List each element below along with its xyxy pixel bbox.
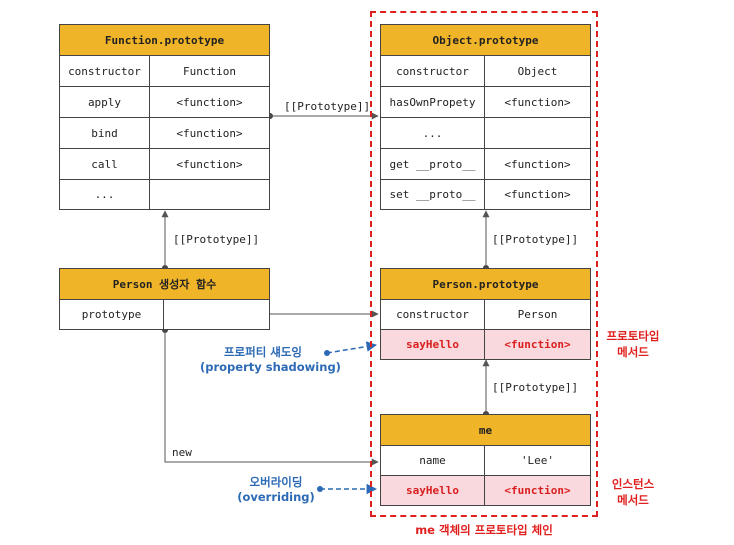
function-to-object-link	[267, 112, 379, 120]
property-key: constructor	[60, 56, 150, 86]
prototype-method-label-line2: 메서드	[617, 345, 649, 359]
table-row: set __proto__ <function>	[381, 180, 590, 209]
overriding-arrow	[317, 483, 378, 495]
instance-method-label-line1: 인스턴스	[611, 477, 655, 491]
person-prototype-title: Person.prototype	[381, 269, 590, 300]
property-key: apply	[60, 87, 150, 117]
prototype-link-label: [[Prototype]]	[492, 233, 579, 246]
property-shadowing-label: 프로퍼티 섀도잉 (property shadowing)	[200, 344, 341, 374]
property-value: Person	[517, 308, 558, 321]
table-row: prototype	[60, 300, 269, 329]
prototype-method-label-line1: 프로토타입	[606, 329, 660, 343]
person-constructor-box: Person 생성자 함수 prototype	[59, 268, 270, 330]
table-row-highlighted: sayHello <function>	[381, 330, 590, 359]
property-value: Function	[183, 64, 236, 78]
table-row: name 'Lee'	[381, 446, 590, 476]
table-row: ...	[60, 180, 269, 209]
table-row: call <function>	[60, 149, 269, 180]
property-key: sayHello	[381, 330, 485, 359]
property-key: call	[60, 149, 150, 179]
new-label: new	[172, 446, 192, 459]
prototype-chain-caption: me 객체의 프로토타입 체인	[415, 523, 553, 537]
property-value: 'Lee'	[520, 454, 555, 467]
property-value: Object	[517, 64, 558, 78]
property-key: constructor	[381, 56, 485, 86]
property-value: <function>	[176, 157, 243, 171]
property-value: <function>	[504, 188, 571, 201]
me-object-box: me name 'Lee' sayHello <function>	[380, 414, 591, 506]
property-value	[150, 180, 269, 209]
person-prototype-box: Person.prototype constructor Person sayH…	[380, 268, 591, 360]
table-row-highlighted: sayHello <function>	[381, 476, 590, 505]
property-value	[485, 118, 590, 148]
overriding-label-line2: (overriding)	[237, 490, 315, 504]
instance-method-label-line2: 메서드	[617, 493, 649, 507]
object-prototype-title: Object.prototype	[381, 25, 590, 56]
property-value: <function>	[176, 126, 243, 140]
prototype-link-label: [[Prototype]]	[492, 381, 579, 394]
object-prototype-box: Object.prototype constructor Object hasO…	[380, 24, 591, 210]
prototype-chain-boundary	[370, 11, 598, 517]
table-row: hasOwnPropety <function>	[381, 87, 590, 118]
prototype-link-label: [[Prototype]]	[284, 100, 371, 113]
function-prototype-title: Function.prototype	[60, 25, 269, 56]
property-value: <function>	[504, 157, 571, 171]
property-shadowing-label-line1: 프로퍼티 섀도잉	[223, 345, 303, 359]
property-key: ...	[60, 180, 150, 209]
person-constructor-title: Person 생성자 함수	[60, 269, 269, 300]
property-value: <function>	[504, 95, 571, 109]
property-key: sayHello	[381, 476, 485, 505]
ctor-to-function-link	[161, 210, 169, 271]
prototype-link-label: [[Prototype]]	[173, 233, 260, 246]
property-key: get __proto__	[381, 149, 485, 179]
table-row: get __proto__ <function>	[381, 149, 590, 180]
property-key: prototype	[60, 300, 164, 329]
instance-method-label: 인스턴스 메서드	[606, 476, 660, 508]
overriding-label-line1: 오버라이딩	[249, 475, 303, 489]
property-value: <function>	[504, 484, 571, 497]
table-row: bind <function>	[60, 118, 269, 149]
shadowing-arrow	[324, 341, 378, 356]
property-shadowing-label-line2: (property shadowing)	[200, 360, 341, 374]
function-prototype-box: Function.prototype constructor Function …	[59, 24, 270, 210]
overriding-label: 오버라이딩 (overriding)	[236, 474, 316, 504]
table-row: constructor Function	[60, 56, 269, 87]
property-key: bind	[60, 118, 150, 148]
property-value: <function>	[176, 95, 243, 109]
me-object-title: me	[381, 415, 590, 446]
table-row: apply <function>	[60, 87, 269, 118]
prototype-method-label: 프로토타입 메서드	[603, 328, 663, 360]
property-key: ...	[381, 118, 485, 148]
property-value: <function>	[504, 338, 571, 351]
property-key: set __proto__	[381, 180, 485, 209]
property-value	[164, 300, 269, 329]
property-key: name	[381, 446, 485, 475]
table-row: constructor Object	[381, 56, 590, 87]
property-key: constructor	[381, 300, 485, 329]
table-row: ...	[381, 118, 590, 149]
table-row: constructor Person	[381, 300, 590, 330]
property-key: hasOwnPropety	[381, 87, 485, 117]
